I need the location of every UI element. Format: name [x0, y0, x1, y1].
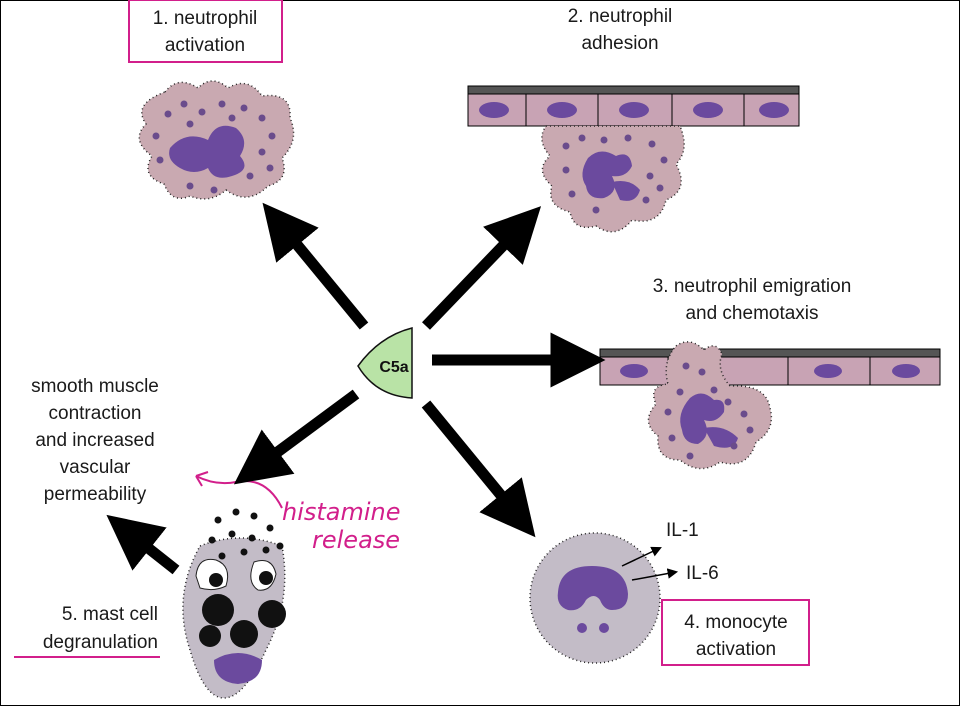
c5a-label: C5a — [379, 359, 408, 376]
step1-label-line2: activation — [165, 35, 245, 56]
monocyte — [529, 532, 661, 664]
step1-highlight-box — [128, 0, 283, 63]
effect-line-5: permeability — [44, 484, 147, 505]
endothelium-top — [467, 85, 800, 127]
cytokine-il6: IL-6 — [686, 563, 719, 584]
step4-label-line2: activation — [696, 639, 776, 660]
step3-label-line2: and chemotaxis — [685, 303, 818, 324]
released-granules — [208, 508, 284, 560]
arrow-to-smooth-muscle — [106, 514, 180, 575]
effect-text: smooth muscle contraction and increased … — [31, 376, 159, 505]
adhering-neutrophil — [541, 125, 685, 233]
arrow-to-mast-cell — [233, 389, 360, 485]
step2-label-line1: 2. neutrophil — [568, 6, 673, 27]
step1-label-line1: 1. neutrophil — [153, 8, 258, 29]
emigrating-neutrophil — [647, 341, 773, 470]
endothelium-bottom — [599, 348, 941, 386]
effect-line-4: vascular — [60, 457, 131, 478]
step5-label-line2: degranulation — [43, 632, 158, 653]
annotation-line2: release — [312, 526, 400, 554]
histamine-annotation-arrow — [195, 471, 283, 509]
effect-line-1: smooth muscle — [31, 376, 159, 397]
step4-label-line1: 4. monocyte — [684, 612, 788, 633]
arrow-to-adhesion — [422, 206, 542, 330]
step4-highlight-box — [661, 599, 810, 666]
annotation-line1: histamine — [282, 498, 401, 526]
step5-label-line1: 5. mast cell — [62, 604, 158, 625]
c5a-molecule: C5a — [357, 327, 413, 399]
step3-label-line1: 3. neutrophil emigration — [653, 276, 852, 297]
il6-arrow — [631, 568, 679, 581]
mast-cell — [182, 537, 286, 699]
arrow-to-monocyte — [421, 400, 536, 538]
effect-line-2: contraction — [49, 403, 142, 424]
step2-label-line2: adhesion — [581, 33, 658, 54]
arrow-to-activation — [262, 202, 369, 330]
il1-arrow — [621, 546, 662, 567]
cytokine-il1: IL-1 — [666, 520, 699, 541]
effect-line-3: and increased — [35, 430, 154, 451]
activated-neutrophil — [138, 80, 295, 200]
